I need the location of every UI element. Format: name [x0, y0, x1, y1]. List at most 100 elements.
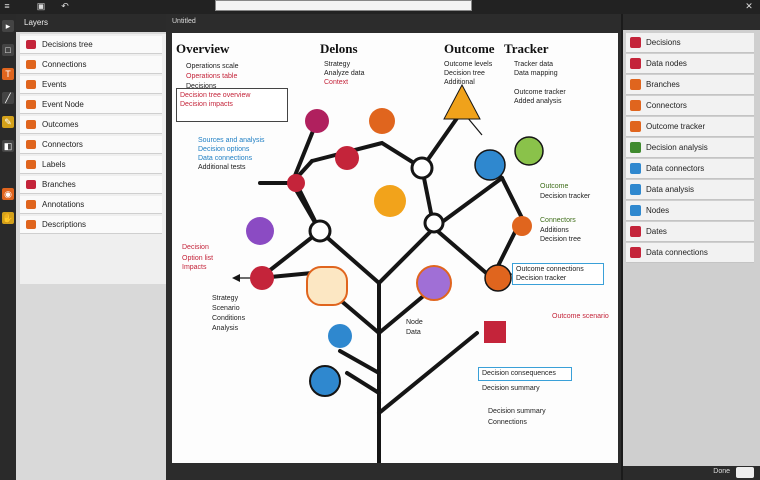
layer-item-label: Labels	[42, 160, 66, 169]
property-item-label: Connectors	[646, 101, 687, 110]
property-icon	[630, 58, 641, 69]
layer-item[interactable]: Connections	[20, 56, 162, 74]
branch-mid-right	[432, 226, 494, 280]
layer-item-label: Branches	[42, 180, 76, 189]
color-tool-icon[interactable]: ◉	[2, 188, 14, 200]
property-item[interactable]: Outcome tracker	[626, 117, 754, 137]
layer-icon	[26, 180, 36, 189]
property-item[interactable]: Data connections	[626, 243, 754, 263]
note-operations-table: Operations table	[186, 73, 238, 80]
property-item-label: Nodes	[646, 206, 670, 215]
text-tool-icon[interactable]: T	[2, 68, 14, 80]
arrow-head-left	[232, 274, 240, 282]
node-blue-low	[328, 324, 352, 348]
branch-top-right	[420, 109, 464, 170]
footer-button[interactable]	[736, 467, 754, 478]
hand-tool-icon[interactable]: ✋	[2, 212, 14, 224]
note-decision: Decision	[182, 244, 209, 251]
branch-top-center	[310, 140, 424, 170]
property-item[interactable]: Dates	[626, 222, 754, 242]
property-item[interactable]: Data connectors	[626, 159, 754, 179]
node-blue-top	[474, 149, 506, 181]
property-icon	[630, 121, 641, 132]
node-dark-right	[423, 212, 445, 234]
property-item[interactable]: Decisions	[626, 33, 754, 53]
callout-decision-tree[interactable]: Decision tree overview Decision impacts	[176, 88, 288, 122]
note-connectors-right: Connectors	[540, 217, 576, 224]
note-decisions: Decisions	[186, 83, 217, 90]
shape-tool-icon[interactable]: □	[2, 44, 14, 56]
layer-item[interactable]: Decisions tree	[20, 36, 162, 54]
callout-decision-consequences[interactable]: Decision consequences	[478, 367, 572, 381]
decision-tree-diagram	[232, 83, 544, 463]
callout2-text-1: Outcome connections	[516, 266, 584, 273]
save-icon[interactable]: ▣	[36, 1, 46, 11]
property-item-label: Decision analysis	[646, 143, 708, 152]
tool-strip: ▸ □ T ╱ ✎ ◧ ◉ ✋	[0, 14, 16, 480]
layer-icon	[26, 80, 36, 89]
note-added-analysis: Added analysis	[514, 98, 562, 105]
property-item[interactable]: Data analysis	[626, 180, 754, 200]
property-item-label: Data analysis	[646, 185, 695, 194]
property-item[interactable]: Data nodes	[626, 54, 754, 74]
undo-icon[interactable]: ↶	[61, 1, 69, 11]
node-purple-left	[246, 217, 274, 245]
layer-icon	[26, 200, 36, 209]
branch-lower-left2	[345, 371, 381, 395]
note-data-connections: Data connections	[198, 155, 253, 162]
property-item-label: Data connectors	[646, 164, 705, 173]
layer-item-label: Event Node	[42, 100, 84, 109]
pen-tool-icon[interactable]: ✎	[2, 116, 14, 128]
note-additions: Additions	[540, 227, 569, 234]
line-tool-icon[interactable]: ╱	[2, 92, 14, 104]
layer-icon	[26, 120, 36, 129]
layer-item[interactable]: Descriptions	[20, 216, 162, 234]
layer-item-label: Events	[42, 80, 67, 89]
drawing-canvas[interactable]: Overview Delons Outcome Tracker Operatio…	[172, 33, 618, 463]
top-bar: ≡ ▣ ↶ ✕	[0, 0, 760, 14]
node-shopping-card	[306, 266, 348, 306]
callout-outcome-connections[interactable]: Outcome connections Decision tracker	[512, 263, 604, 285]
callout-text-2: Decision impacts	[180, 101, 233, 108]
property-item[interactable]: Branches	[626, 75, 754, 95]
layers-tool-icon[interactable]: ◧	[2, 140, 14, 152]
layer-item[interactable]: Labels	[20, 156, 162, 174]
layer-item-label: Descriptions	[42, 220, 87, 229]
close-icon[interactable]: ✕	[745, 1, 753, 11]
note-operations-scale: Operations scale	[186, 63, 239, 70]
header-outcome: Outcome	[444, 41, 495, 56]
note-sources-analysis: Sources and analysis	[198, 137, 265, 144]
node-orange-mid	[374, 185, 406, 217]
property-item[interactable]: Nodes	[626, 201, 754, 221]
note-connections: Connections	[488, 419, 527, 426]
layer-item[interactable]: Event Node	[20, 96, 162, 114]
layer-item[interactable]: Events	[20, 76, 162, 94]
property-item[interactable]: Connectors	[626, 96, 754, 116]
title-field[interactable]	[215, 0, 472, 11]
property-item-label: Data nodes	[646, 59, 687, 68]
layer-item[interactable]: Connectors	[20, 136, 162, 154]
menu-icon[interactable]: ≡	[4, 1, 10, 11]
property-item[interactable]: Decision analysis	[626, 138, 754, 158]
note-strategy: Strategy	[324, 61, 351, 68]
property-icon	[630, 247, 641, 258]
note-decision-tracker-right: Decision tracker	[540, 193, 591, 200]
footer-label: Done	[713, 468, 730, 475]
layer-item-label: Connections	[42, 60, 87, 69]
layer-item[interactable]: Outcomes	[20, 116, 162, 134]
node-triangle-outcome	[443, 83, 481, 120]
note-context: Context	[324, 79, 349, 86]
property-item-label: Dates	[646, 227, 667, 236]
layer-icon	[26, 60, 36, 69]
layer-item[interactable]: Branches	[20, 176, 162, 194]
note-option-list: Option list	[182, 255, 214, 262]
select-tool-icon[interactable]: ▸	[2, 20, 14, 32]
node-red-left	[250, 266, 274, 290]
node-orange-right	[512, 216, 532, 236]
property-item-label: Outcome tracker	[646, 122, 706, 131]
layer-item[interactable]: Annotations	[20, 196, 162, 214]
note-outcome-levels: Outcome levels	[444, 61, 493, 68]
branch-lower-left	[338, 349, 381, 375]
note-decision-summary-2: Decision summary	[488, 408, 546, 415]
